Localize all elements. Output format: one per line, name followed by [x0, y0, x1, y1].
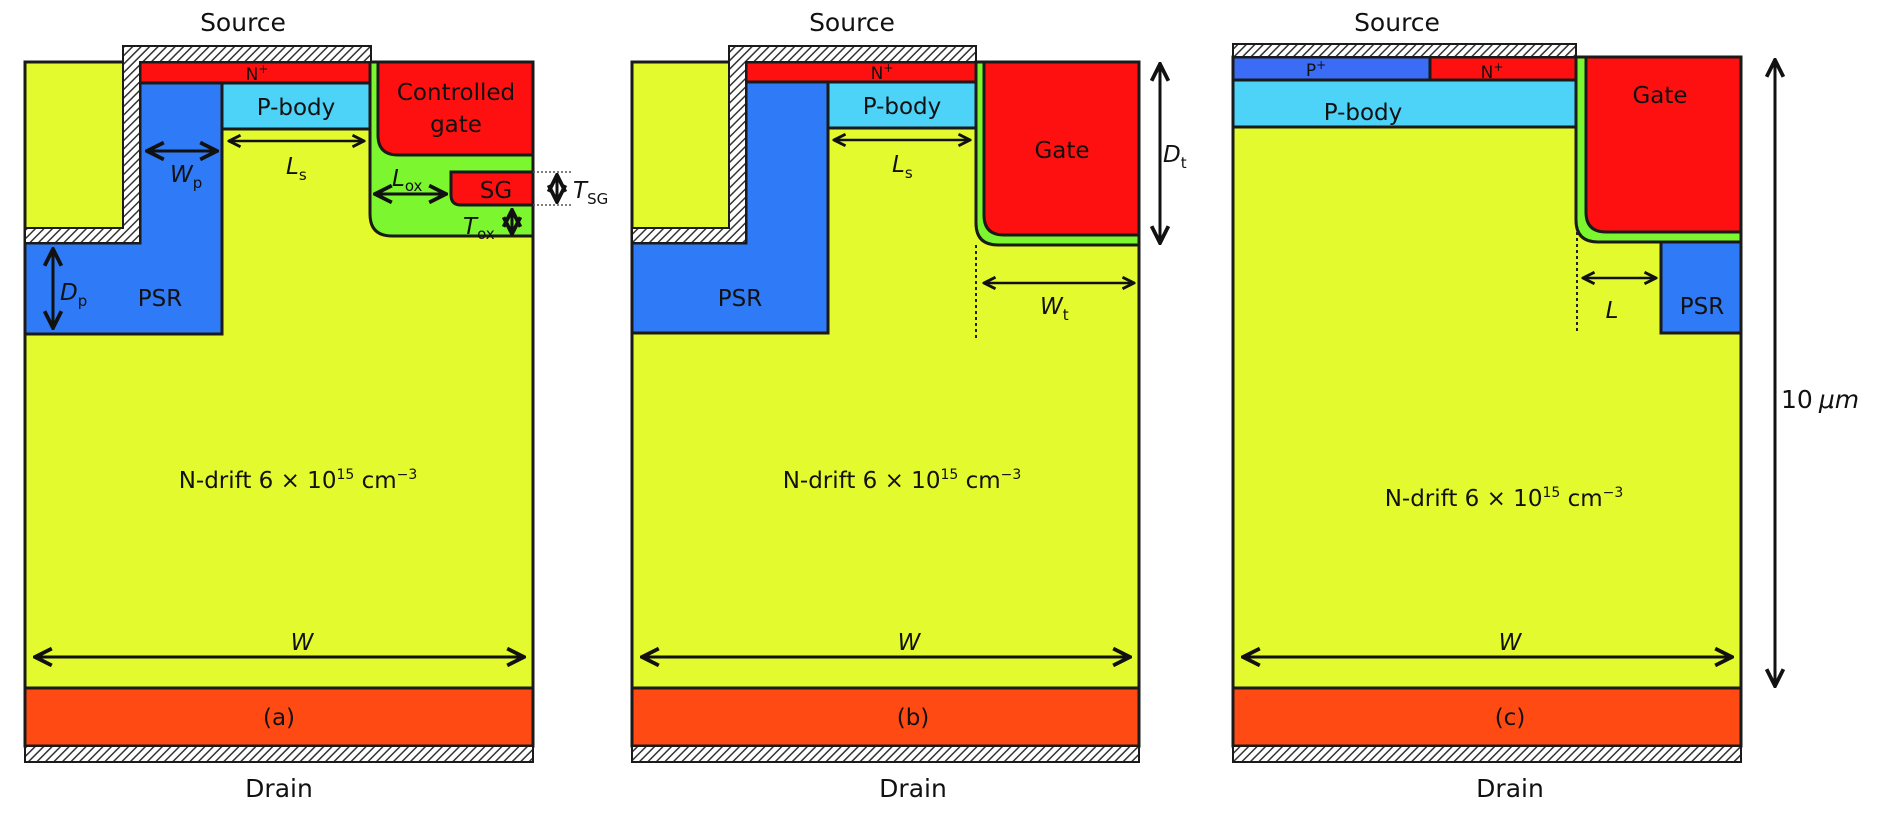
wp-dimension-label: Wp [170, 162, 202, 192]
gate-label: Gate [1632, 83, 1687, 109]
n-drift-label: N-drift 6 × 1015 cm−3 [783, 467, 1022, 494]
controlled-gate-label-line2: gate [430, 112, 482, 138]
drain-substrate-region [630, 686, 1141, 748]
panel-caption-a: (a) [263, 705, 295, 731]
dt-dimension-label: Dt [1163, 142, 1187, 172]
panel-caption-c: (c) [1495, 705, 1526, 731]
gate-region [982, 60, 1141, 237]
p-plus-region [1231, 55, 1432, 82]
tox-dimension-label: Tox [463, 214, 495, 243]
p-body-region [220, 81, 372, 131]
w-dimension-label: W [1499, 630, 1523, 656]
p-body-region [1231, 78, 1578, 129]
drain-substrate-region [1231, 686, 1743, 748]
w-dimension-label: W [291, 630, 315, 656]
p-body-label: P-body [257, 95, 336, 121]
psr-label: PSR [138, 286, 182, 312]
psr-label: PSR [718, 286, 762, 312]
source-metal [24, 45, 372, 244]
l-dimension-label: L [1606, 298, 1619, 324]
panel-a: Source N+ P-body Controlled gate SG PSR … [23, 8, 608, 803]
tsg-dimension-label: TSG [573, 178, 608, 208]
n-drift-label: N-drift 6 × 1015 cm−3 [1385, 485, 1624, 512]
drain-label: Drain [879, 774, 947, 803]
ls-dimension-label: Ls [286, 154, 307, 184]
n-plus-label: N+ [246, 62, 269, 85]
drain-metal [24, 745, 534, 763]
source-metal [1232, 43, 1577, 58]
gate-label: Gate [1034, 138, 1089, 164]
drain-label: Drain [245, 774, 313, 803]
n-plus-label: N+ [871, 61, 894, 84]
psr-label: PSR [1680, 294, 1724, 320]
n-plus-region [744, 60, 978, 84]
source-label: Source [1354, 8, 1440, 37]
p-body-label: P-body [1324, 100, 1403, 126]
panel-b: Source N+ P-body Gate PSR N-drift 6 × 10… [630, 8, 1187, 803]
panel-caption-b: (b) [897, 705, 930, 731]
source-label: Source [200, 8, 286, 37]
w-dimension-label: W [898, 630, 922, 656]
shield-gate-region [449, 170, 535, 207]
drain-metal [631, 745, 1140, 763]
controlled-gate-region [376, 60, 535, 157]
source-metal [631, 45, 977, 244]
drain-label: Drain [1476, 774, 1544, 803]
lox-dimension-label: Lox [392, 166, 423, 195]
n-plus-label: N+ [1481, 60, 1504, 83]
p-body-label: P-body [863, 94, 942, 120]
panel-c: Source P+ N+ P-body Gate PSR N-drift 6 ×… [1231, 8, 1743, 803]
controlled-gate-label-line1: Controlled [397, 80, 515, 106]
ls-dimension-label: Ls [892, 152, 913, 182]
psr-region [1659, 240, 1743, 335]
wt-dimension-label: Wt [1040, 294, 1069, 324]
dp-dimension-label: Dp [60, 280, 87, 310]
source-label: Source [809, 8, 895, 37]
n-drift-label: N-drift 6 × 1015 cm−3 [179, 467, 418, 494]
shield-gate-label: SG [480, 178, 512, 204]
gate-region [1584, 55, 1743, 234]
drain-metal [1232, 745, 1742, 763]
p-plus-label: P+ [1306, 58, 1326, 81]
